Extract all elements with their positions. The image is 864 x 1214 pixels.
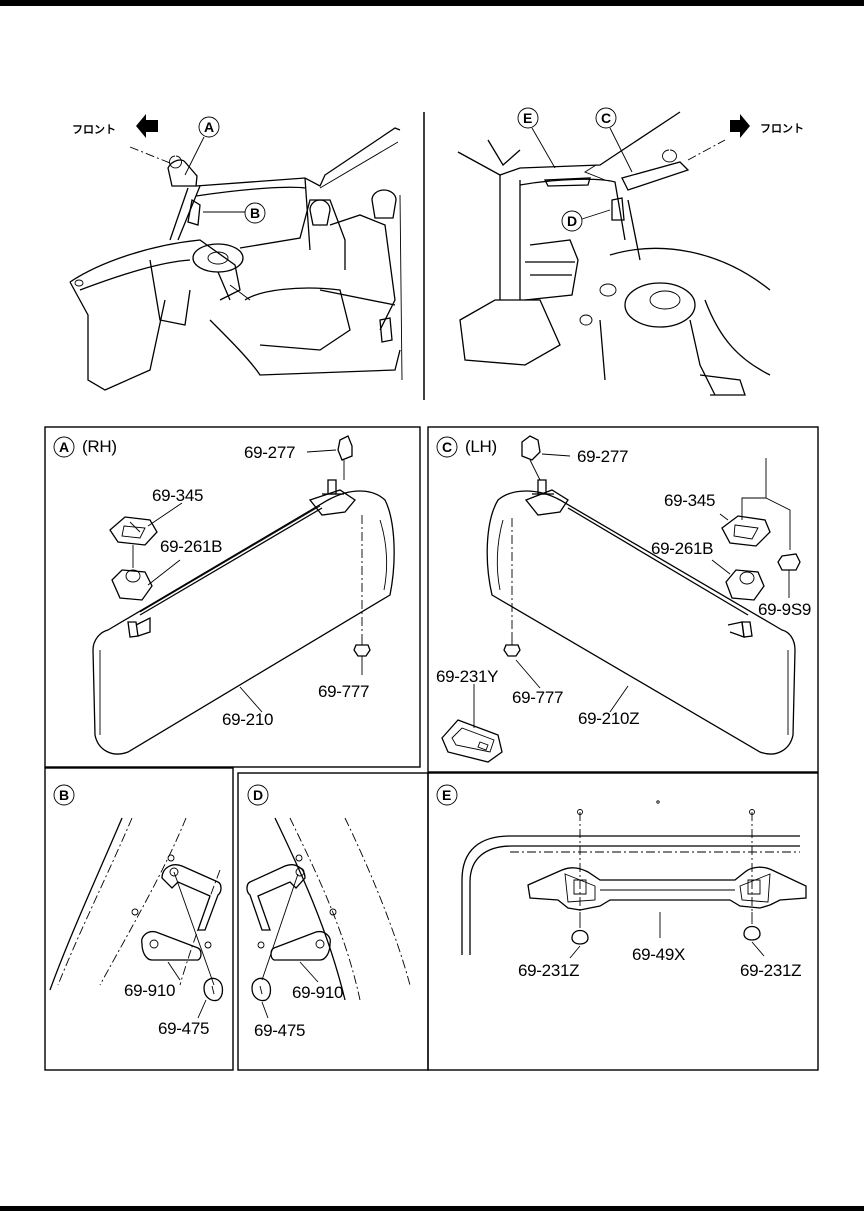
callout-e-letter: E xyxy=(523,110,532,126)
screw-69-231z-left xyxy=(571,929,589,945)
panel-a: A (RH) 69-277 69-345 69-261B xyxy=(53,435,395,755)
overview-left-illustration: フロント A B xyxy=(69,114,403,391)
holder-69-261b-c xyxy=(725,569,765,601)
grab-handle-69-910-d xyxy=(246,864,306,931)
label-69-231z-left: 69-231Z xyxy=(518,961,579,980)
nut-69-9s9 xyxy=(777,553,801,571)
label-69-277-c: 69-277 xyxy=(577,447,628,466)
callout-c-letter: C xyxy=(601,110,611,126)
label-69-277-a: 69-277 xyxy=(244,443,295,462)
label-69-910-b: 69-910 xyxy=(124,981,175,1000)
front-label-right: フロント xyxy=(760,122,804,135)
panel-b-letter: B xyxy=(59,787,69,803)
panel-e-letter-circle xyxy=(436,784,458,806)
sun-visor-rh xyxy=(92,490,395,755)
screw-69-231z-right xyxy=(743,925,761,941)
panel-d-letter: D xyxy=(253,787,263,803)
callout-b-circle xyxy=(244,202,266,224)
screw-69-475-d xyxy=(251,977,272,1002)
panel-e-frame xyxy=(427,772,819,1071)
panel-a-side: (RH) xyxy=(82,437,117,456)
label-69-231y: 69-231Y xyxy=(436,667,498,686)
callout-c-circle xyxy=(595,107,617,129)
label-69-261b-c: 69-261B xyxy=(651,539,713,558)
panel-a-frame xyxy=(44,426,421,768)
panel-d-letter-circle xyxy=(247,784,269,806)
label-69-777-c: 69-777 xyxy=(512,688,563,707)
screw-69-475-b xyxy=(203,977,224,1002)
cover-69-345-c xyxy=(721,515,771,547)
label-69-345-c: 69-345 xyxy=(664,491,715,510)
panel-c-letter: C xyxy=(442,439,452,455)
top-rule xyxy=(0,0,864,6)
panel-d: D 69-910 69-475 xyxy=(246,784,411,1040)
panel-b-letter-circle xyxy=(53,784,75,806)
panel-b: B 69-910 69-475 xyxy=(49,784,224,1038)
panel-e-letter: E xyxy=(442,787,451,803)
label-69-9s9: 69-9S9 xyxy=(758,600,811,619)
clip-69-277-c xyxy=(521,435,541,461)
callout-d-letter: D xyxy=(567,213,577,229)
callout-a-circle xyxy=(198,116,220,138)
label-69-49x: 69-49X xyxy=(632,945,685,964)
clip-69-277-a xyxy=(337,435,353,461)
screw-69-777-c xyxy=(503,644,521,657)
label-69-261b-a: 69-261B xyxy=(160,537,222,556)
label-69-210z: 69-210Z xyxy=(578,709,639,728)
callout-a-letter: A xyxy=(204,119,214,135)
label-69-475-d: 69-475 xyxy=(254,1021,305,1040)
label-69-210: 69-210 xyxy=(222,710,273,729)
panel-e: E 69-231Z 69-49X 69-231Z xyxy=(436,784,807,980)
label-69-231z-right: 69-231Z xyxy=(740,961,801,980)
overview-right-illustration: フロント E C D xyxy=(457,107,804,396)
bottom-rule xyxy=(0,1206,864,1211)
label-69-475-b: 69-475 xyxy=(158,1019,209,1038)
front-arrow-right-icon xyxy=(730,114,750,138)
label-69-345-a: 69-345 xyxy=(152,486,203,505)
cover-69-345-a xyxy=(109,516,158,546)
callout-b-letter: B xyxy=(250,205,260,221)
panel-c-frame xyxy=(427,426,819,773)
panel-a-letter-circle xyxy=(53,436,75,458)
grab-handle-69-49x xyxy=(527,866,807,911)
front-arrow-left-icon xyxy=(136,114,158,138)
panel-a-letter: A xyxy=(59,439,69,455)
label-69-910-d: 69-910 xyxy=(292,983,343,1002)
grab-handle-69-910-b xyxy=(161,864,222,931)
screw-69-777-a xyxy=(353,644,371,657)
panel-c-letter-circle xyxy=(436,436,458,458)
holder-69-261b-a xyxy=(111,569,153,601)
panel-c-side: (LH) xyxy=(465,437,497,456)
panel-c: C (LH) 69-277 69-345 69-261B 69-9S xyxy=(436,435,811,763)
front-label-left: フロント xyxy=(72,123,116,136)
label-69-777-a: 69-777 xyxy=(318,682,369,701)
callout-e-circle xyxy=(517,107,539,129)
plate-69-231y xyxy=(441,719,503,763)
panel-b-frame xyxy=(44,767,234,1071)
sun-visor-lh xyxy=(486,490,796,755)
callout-d-circle xyxy=(561,210,583,232)
